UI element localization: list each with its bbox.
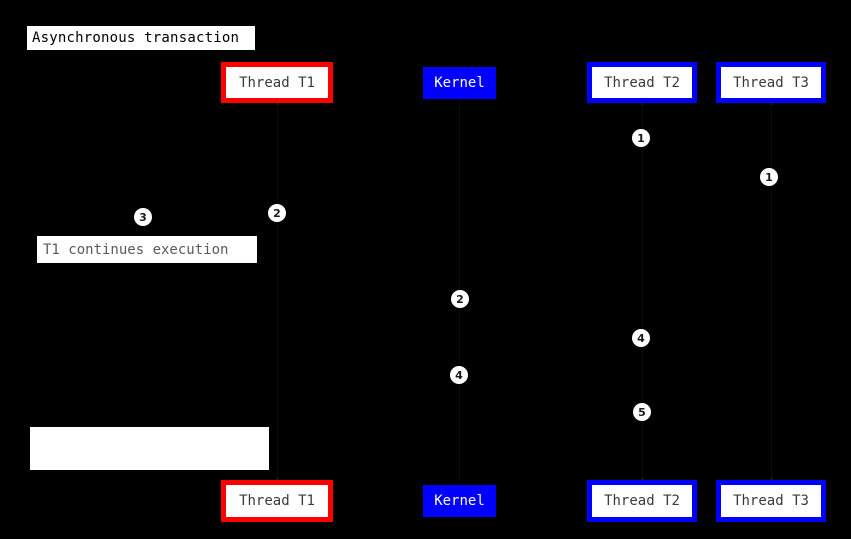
step-badge-4-thread-t2[interactable]: 4 bbox=[632, 329, 650, 347]
diagram-title: Asynchronous transaction bbox=[27, 26, 255, 50]
lifeline-thread-t1 bbox=[277, 103, 278, 480]
lifeline-thread-t2 bbox=[642, 103, 643, 480]
participant-foot-thread-t1[interactable]: Thread T1 bbox=[221, 480, 333, 522]
step-badge-3-note[interactable]: 3 bbox=[134, 208, 152, 226]
step-badge-1-thread-t3[interactable]: 1 bbox=[760, 168, 778, 186]
stem-tick-t2-bottom bbox=[641, 477, 644, 480]
stem-tick-t2-top bbox=[641, 102, 644, 105]
step-badge-4-kernel[interactable]: 4 bbox=[450, 366, 468, 384]
participant-foot-thread-t3[interactable]: Thread T3 bbox=[716, 480, 826, 522]
stem-tick-t1-bottom bbox=[276, 477, 279, 480]
stem-tick-t1-top bbox=[276, 102, 279, 105]
stem-tick-t3-top bbox=[770, 102, 773, 105]
participant-foot-thread-t2[interactable]: Thread T2 bbox=[587, 480, 697, 522]
participant-head-thread-t2[interactable]: Thread T2 bbox=[587, 62, 697, 103]
participant-head-thread-t3[interactable]: Thread T3 bbox=[716, 62, 826, 103]
step-badge-2-kernel[interactable]: 2 bbox=[451, 290, 469, 308]
participant-foot-kernel[interactable]: Kernel bbox=[423, 485, 496, 517]
step-badge-5-thread-t2[interactable]: 5 bbox=[633, 403, 651, 421]
step-badge-2-thread-t1[interactable]: 2 bbox=[268, 204, 286, 222]
lifeline-kernel bbox=[459, 99, 460, 480]
participant-head-thread-t1[interactable]: Thread T1 bbox=[221, 62, 333, 103]
stem-tick-t3-bottom bbox=[770, 477, 773, 480]
participant-head-kernel[interactable]: Kernel bbox=[423, 67, 496, 99]
note-blank bbox=[30, 427, 269, 470]
lifeline-thread-t3 bbox=[771, 103, 772, 480]
step-badge-1-thread-t2[interactable]: 1 bbox=[632, 129, 650, 147]
note-t1-continues-execution: T1 continues execution bbox=[37, 236, 257, 263]
